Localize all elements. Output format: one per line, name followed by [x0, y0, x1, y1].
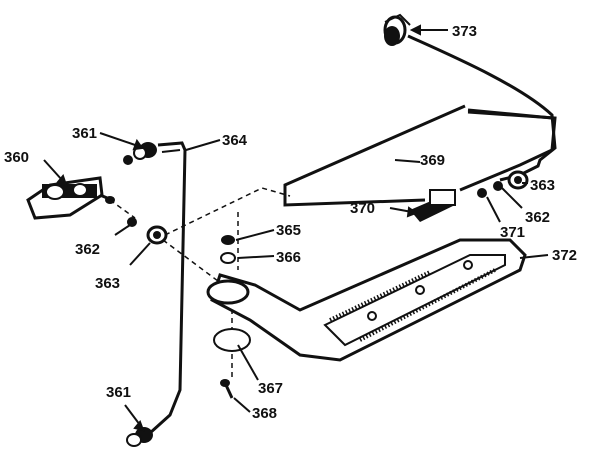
label-369: 369: [420, 152, 445, 169]
fitting-370: [410, 189, 456, 222]
bracket-367: [213, 328, 251, 352]
gas-line: [148, 141, 187, 435]
fitting-362-right: [493, 181, 503, 191]
label-362-left: 362: [75, 241, 100, 258]
label-362-right: 362: [525, 209, 550, 226]
label-361-top: 361: [72, 125, 97, 142]
fitting-361-bottom: [126, 427, 153, 447]
label-372: 372: [552, 247, 577, 264]
label-360: 360: [4, 149, 29, 166]
label-367: 367: [258, 380, 283, 397]
label-363-left: 363: [95, 275, 120, 292]
label-365: 365: [276, 222, 301, 239]
label-364: 364: [222, 132, 248, 149]
label-370: 370: [350, 200, 375, 217]
label-361-bottom: 361: [106, 384, 131, 401]
pilot-assembly: [383, 13, 411, 46]
burner-tube: [283, 104, 557, 207]
screw-365: [221, 235, 235, 245]
washer-366: [220, 252, 236, 264]
label-373: 373: [452, 23, 477, 40]
label-366: 366: [276, 249, 301, 266]
label-368: 368: [252, 405, 277, 422]
screw-368: [220, 379, 234, 399]
fitting-363-right: [507, 170, 529, 190]
gas-valve: [26, 176, 115, 220]
alignment-lines: [109, 187, 291, 380]
burner-plate: [206, 238, 527, 362]
label-371: 371: [500, 224, 525, 241]
leader-arrows: [43, 24, 549, 432]
label-363-right: 363: [530, 177, 555, 194]
fitting-371: [477, 188, 487, 198]
